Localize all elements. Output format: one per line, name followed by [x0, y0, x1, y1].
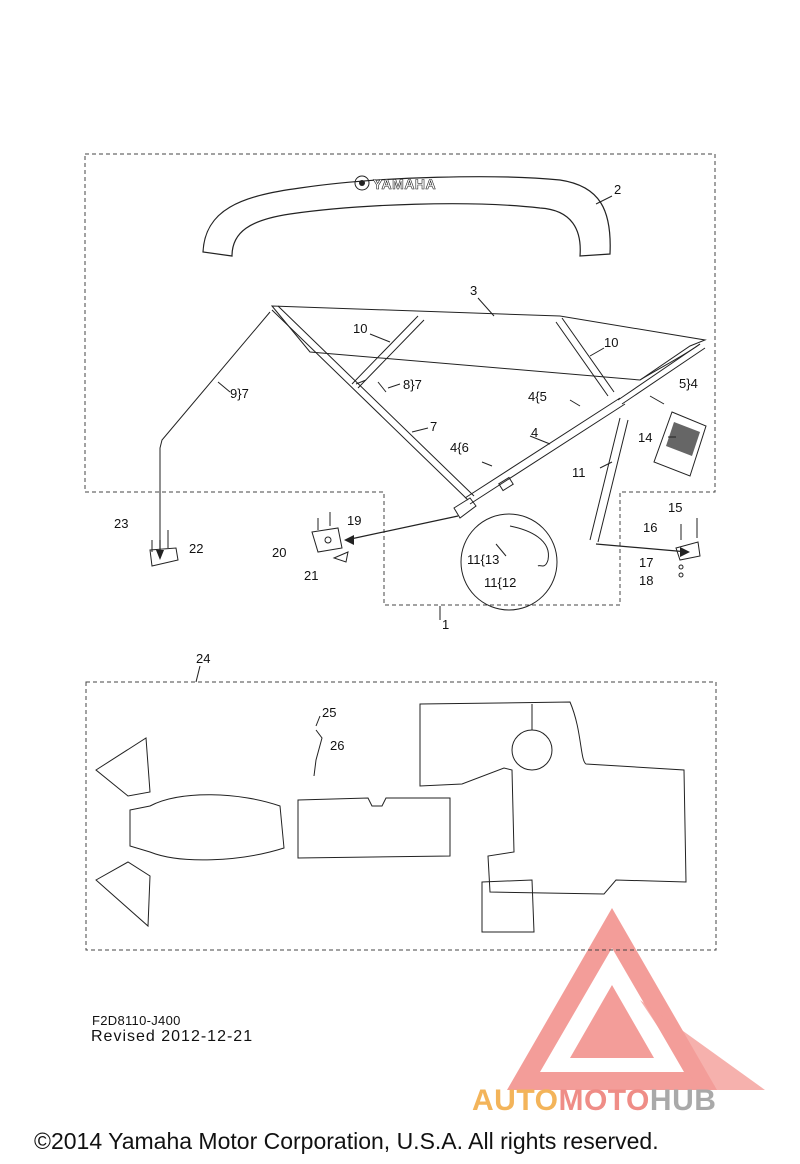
- callout-8-7: 8}7: [403, 377, 422, 392]
- watermark-text: AUTOMOTOHUB: [472, 1084, 716, 1118]
- mat-pieces: [95, 701, 687, 933]
- callout-24: 24: [196, 651, 210, 666]
- callout-19: 19: [347, 513, 361, 528]
- callout-11: 11: [572, 465, 586, 480]
- callout-4-6: 4{6: [450, 440, 469, 455]
- connection-arrows: [156, 515, 690, 560]
- callout-7: 7: [430, 419, 437, 434]
- part-code: F2D8110-J400: [92, 1013, 181, 1028]
- callout-5-4: 5}4: [679, 376, 698, 391]
- callout-20: 20: [272, 545, 286, 560]
- callout-10a: 10: [353, 321, 367, 336]
- callout-26: 26: [330, 738, 344, 753]
- callout-16: 16: [643, 520, 657, 535]
- watermark-auto: AUTO: [472, 1084, 559, 1117]
- label-card-part: [653, 411, 707, 477]
- frame-tubes: [271, 305, 706, 543]
- strap-part: [159, 311, 271, 548]
- callout-14: 14: [638, 430, 652, 445]
- callout-23: 23: [114, 516, 128, 531]
- callout-21: 21: [304, 568, 318, 583]
- detail-circle: [460, 513, 558, 611]
- callout-17: 17: [639, 555, 653, 570]
- callout-22: 22: [189, 541, 203, 556]
- revised-date: Revised 2012-12-21: [91, 1028, 254, 1045]
- callout-10b: 10: [604, 335, 618, 350]
- callout-1: 1: [442, 617, 449, 632]
- hardware-parts: [149, 379, 701, 578]
- boot-cover-part: YAMAHA: [202, 175, 611, 257]
- watermark-moto: MOTO: [558, 1084, 650, 1117]
- callout-11-13: 11{13: [467, 552, 499, 567]
- canopy-part: [270, 305, 707, 381]
- watermark-logo-icon: [507, 908, 765, 1090]
- callout-25: 25: [322, 705, 336, 720]
- callout-18: 18: [639, 573, 653, 588]
- yamaha-brand-text: YAMAHA: [373, 176, 436, 192]
- callout-15: 15: [668, 500, 682, 515]
- callout-3: 3: [470, 283, 477, 298]
- callout-4: 4: [531, 425, 538, 440]
- copyright-notice: ©2014 Yamaha Motor Corporation, U.S.A. A…: [34, 1128, 659, 1154]
- bimini-group-boundary: [84, 153, 716, 606]
- callout-labels: 2 3 10 10 9}7 8}7 4{5 5}4 7 4 14 4{6 11 …: [114, 182, 698, 753]
- leader-lines: [195, 195, 676, 727]
- watermark-hub: HUB: [649, 1084, 717, 1117]
- mat-kit-group-boundary: [85, 681, 717, 951]
- callout-9-7: 9}7: [230, 386, 249, 401]
- callout-2: 2: [614, 182, 621, 197]
- callout-4-5: 4{5: [528, 389, 547, 404]
- callout-11-12: 11{12: [484, 575, 516, 590]
